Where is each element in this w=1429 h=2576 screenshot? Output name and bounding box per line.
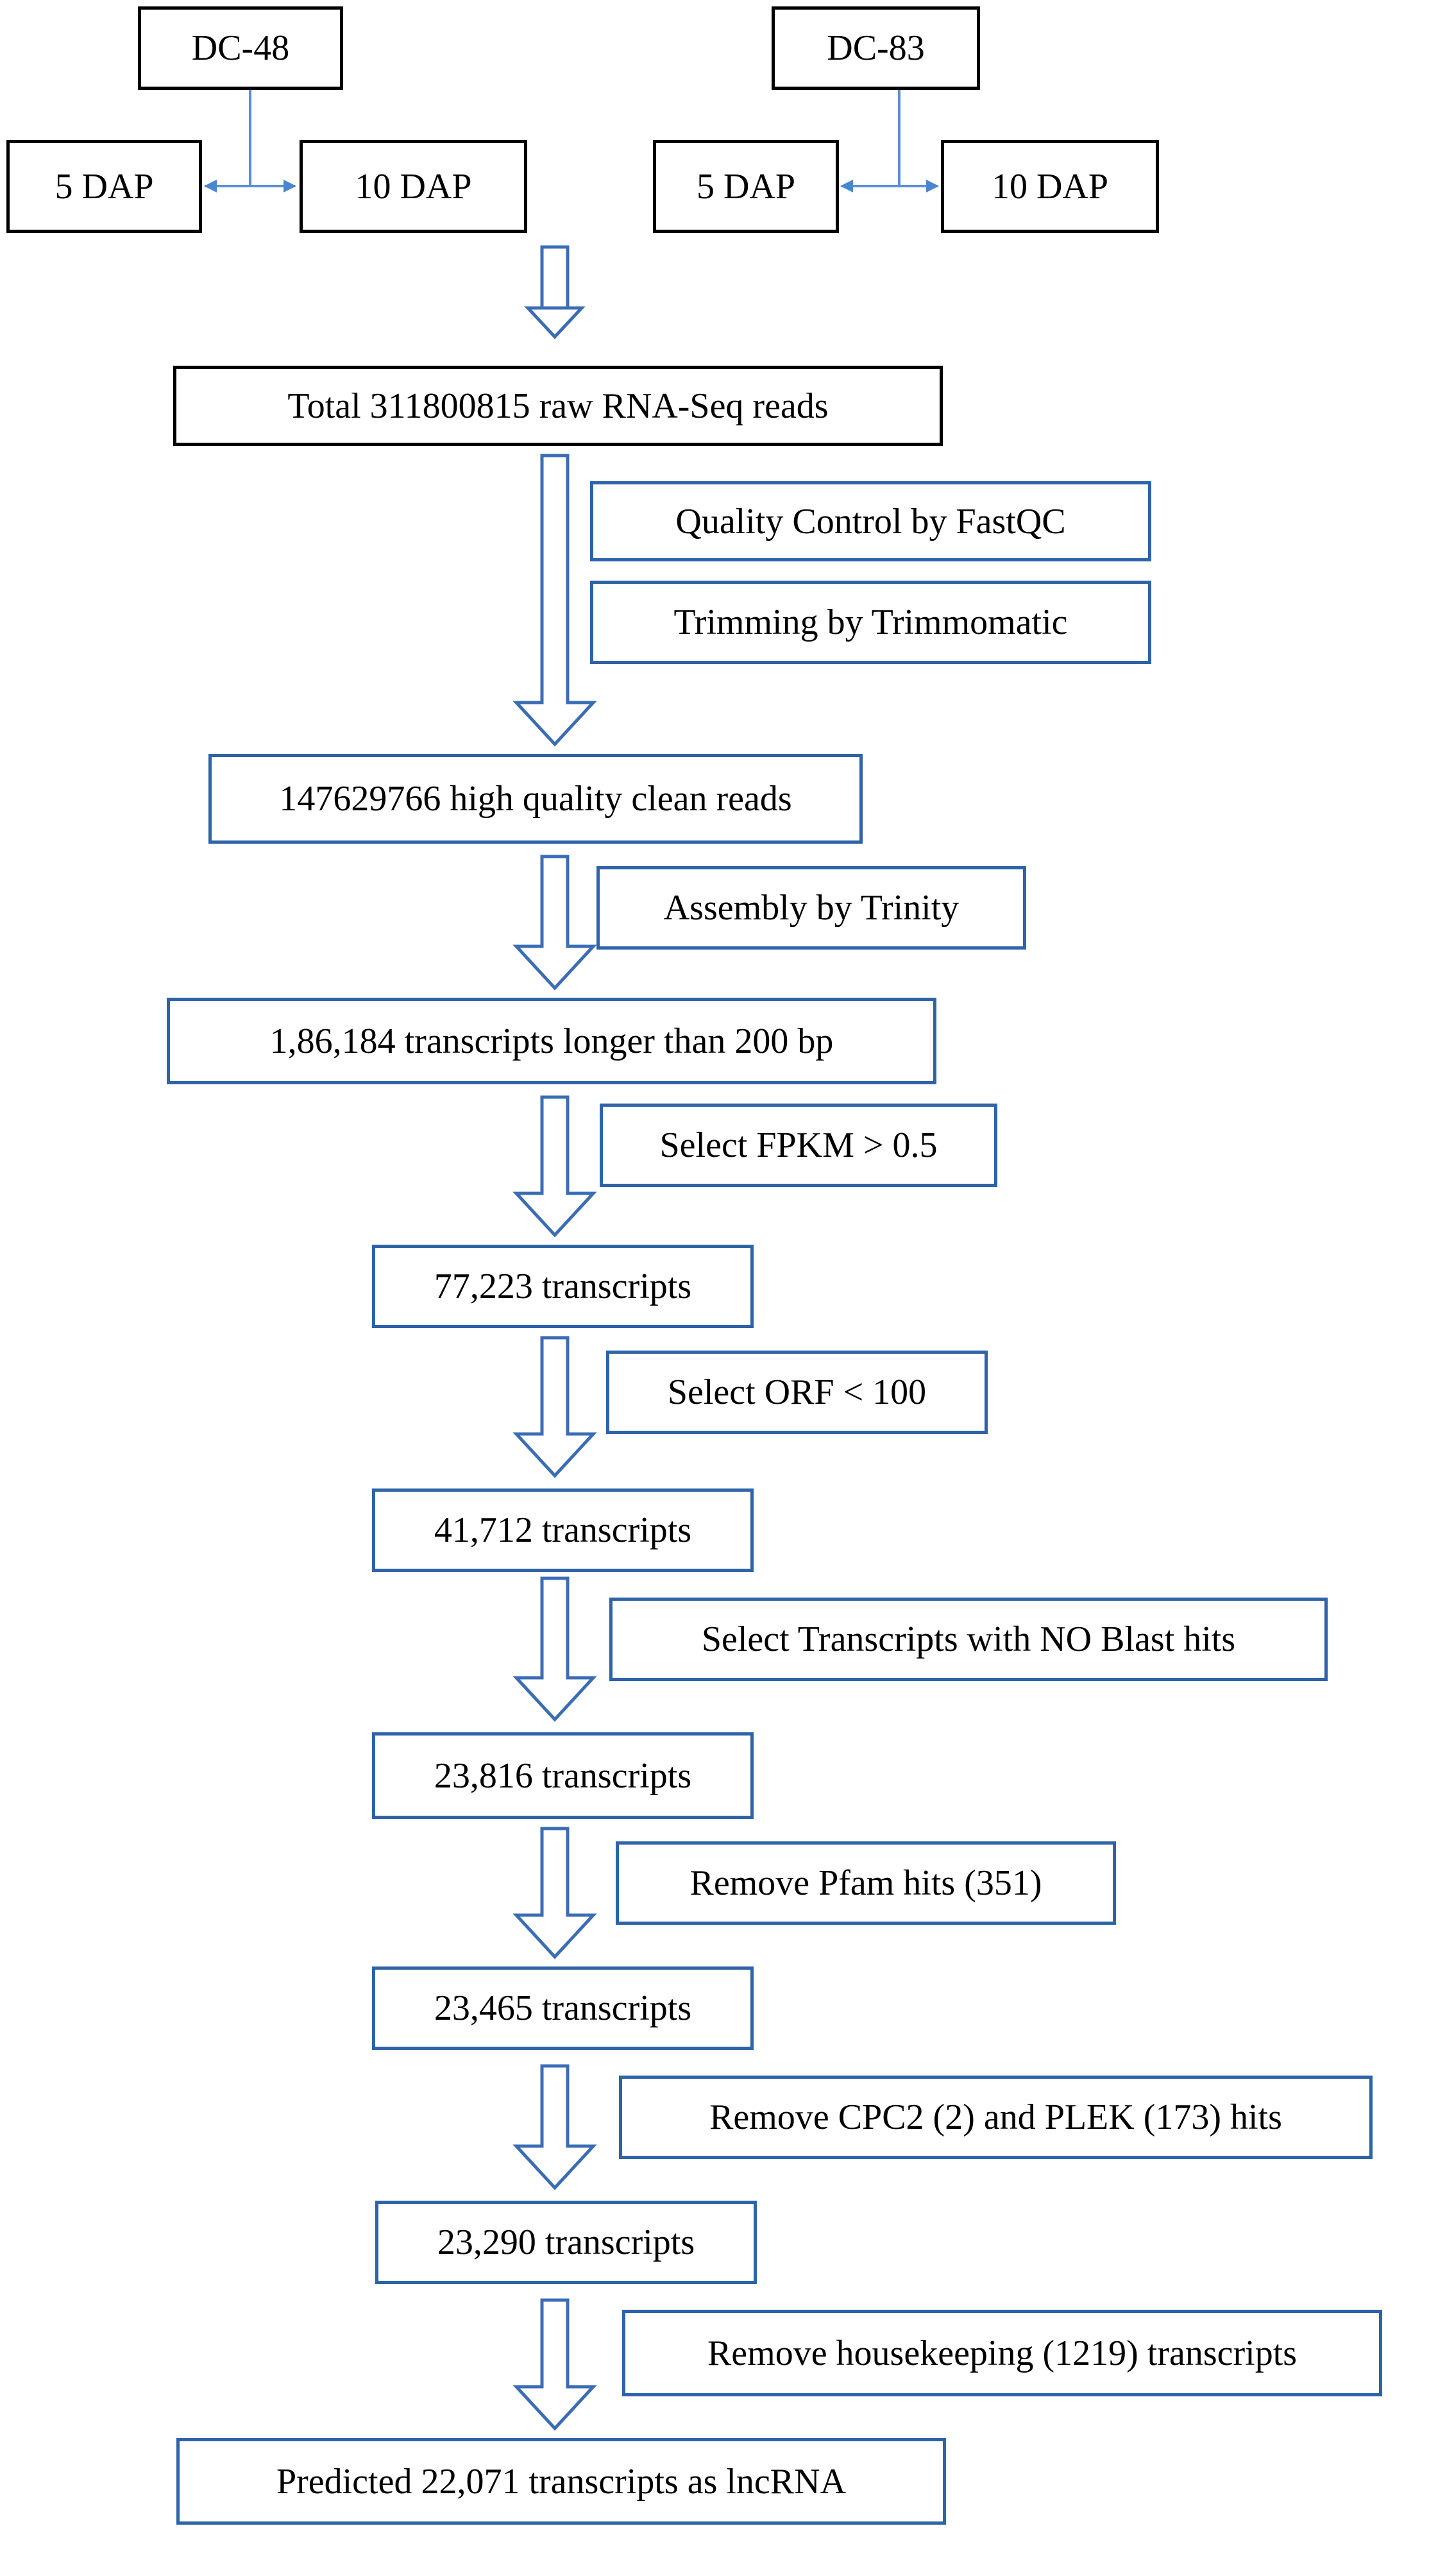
step-cpc2-plek: Remove CPC2 (2) and PLEK (173) hits bbox=[619, 2076, 1373, 2159]
stage-orf-filtered: 41,712 transcripts bbox=[372, 1488, 754, 1572]
step-blast: Select Transcripts with NO Blast hits bbox=[609, 1598, 1328, 1681]
stage-fpkm-filtered: 77,223 transcripts bbox=[372, 1245, 754, 1328]
flow-arrow-7 bbox=[512, 2064, 597, 2190]
step-quality-control: Quality Control by FastQC bbox=[590, 481, 1151, 561]
step-orf: Select ORF < 100 bbox=[606, 1351, 988, 1434]
step-trimming: Trimming by Trimmomatic bbox=[590, 581, 1151, 664]
dc83-stage-5dap: 5 DAP bbox=[653, 140, 839, 233]
dc83-stage-10dap: 10 DAP bbox=[941, 140, 1159, 233]
flow-arrow-6 bbox=[512, 1827, 597, 1959]
cultivar-box-dc48: DC-48 bbox=[138, 6, 343, 90]
stage-no-blast: 23,816 transcripts bbox=[372, 1732, 754, 1819]
step-assembly: Assembly by Trinity bbox=[596, 866, 1026, 950]
flow-arrow-0 bbox=[524, 245, 586, 339]
step-housekeeping: Remove housekeeping (1219) transcripts bbox=[622, 2310, 1382, 2396]
stage-raw-reads: Total 311800815 raw RNA-Seq reads bbox=[173, 366, 943, 446]
stage-no-pfam: 23,465 transcripts bbox=[372, 1966, 754, 2050]
step-pfam: Remove Pfam hits (351) bbox=[616, 1841, 1116, 1925]
stage-predicted-lncrna: Predicted 22,071 transcripts as lncRNA bbox=[176, 2438, 946, 2525]
dc48-stage-10dap: 10 DAP bbox=[300, 140, 527, 233]
stage-no-cpc2-plek: 23,290 transcripts bbox=[375, 2201, 757, 2284]
flow-arrow-4 bbox=[512, 1336, 597, 1478]
cultivar-box-dc83: DC-83 bbox=[772, 6, 980, 90]
dc48-stage-5dap: 5 DAP bbox=[6, 140, 202, 233]
stage-clean-reads: 147629766 high quality clean reads bbox=[208, 754, 863, 844]
step-fpkm: Select FPKM > 0.5 bbox=[600, 1104, 997, 1187]
flow-arrow-8 bbox=[512, 2298, 597, 2431]
flow-arrow-1 bbox=[512, 454, 597, 747]
flow-arrow-2 bbox=[512, 855, 597, 991]
stage-assembled-transcripts: 1,86,184 transcripts longer than 200 bp bbox=[167, 998, 936, 1084]
flow-arrow-5 bbox=[512, 1576, 597, 1722]
flow-arrow-3 bbox=[512, 1095, 597, 1238]
